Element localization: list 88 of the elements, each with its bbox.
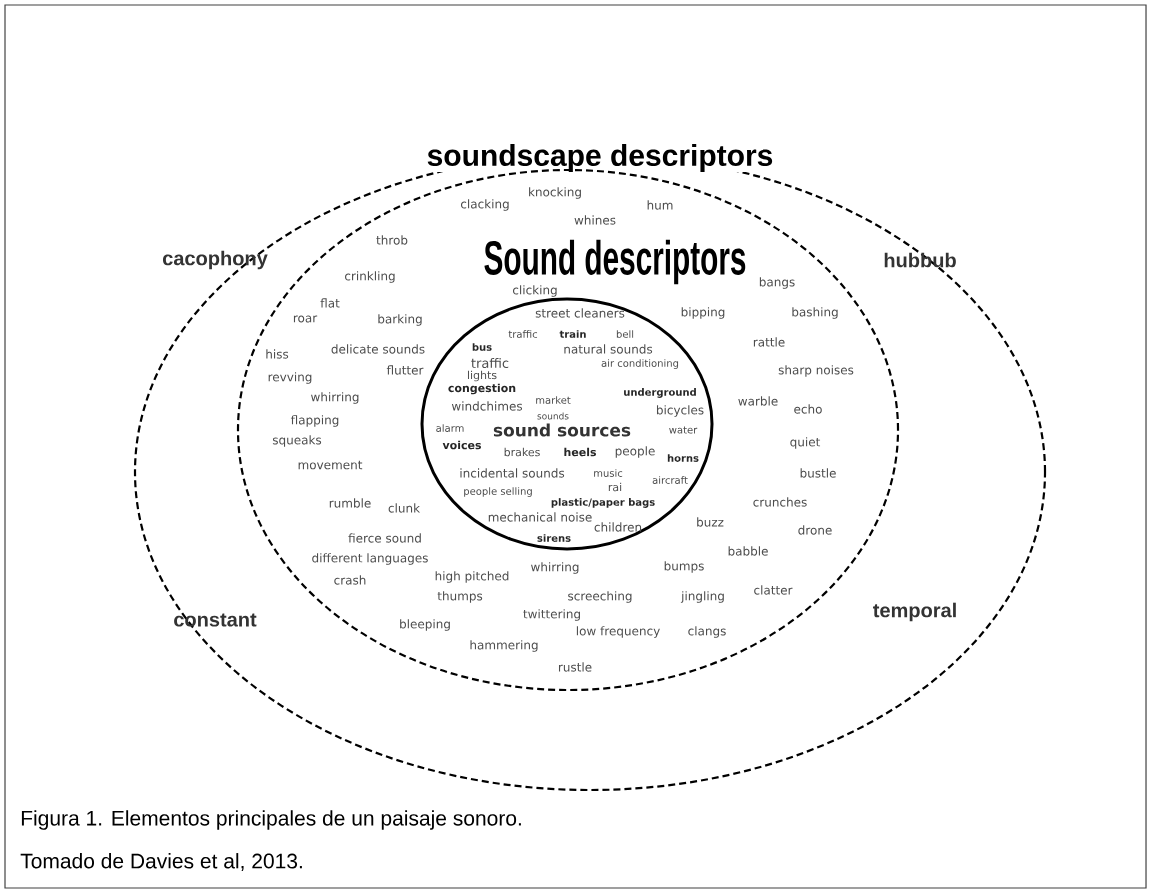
descriptor-word: music	[594, 469, 623, 477]
descriptor-word: babble	[728, 546, 768, 556]
descriptor-word: screeching	[568, 591, 632, 603]
descriptor-word: rattle	[753, 337, 785, 347]
descriptor-word: jingling	[680, 591, 724, 603]
descriptor-word: sirens	[537, 534, 571, 542]
descriptor-word: sharp noises	[778, 365, 854, 377]
descriptor-word: roar	[293, 315, 318, 323]
descriptor-word: horns	[667, 454, 699, 462]
descriptor-word: rumble	[329, 498, 371, 508]
descriptor-word: different languages	[312, 553, 428, 565]
descriptor-word: mechanical noise	[488, 512, 592, 522]
descriptor-word: high pitched	[435, 571, 509, 583]
descriptor-word: lights	[468, 370, 497, 382]
source-note: Tomado de Davies et al, 2013.	[20, 853, 302, 871]
descriptor-word: windchimes	[451, 401, 523, 411]
descriptor-word: crunches	[753, 497, 807, 507]
descriptor-word: constant	[174, 613, 257, 627]
descriptor-word: bipping	[681, 307, 725, 319]
descriptor-word: hum	[647, 200, 673, 210]
descriptor-word: whirring	[531, 562, 579, 574]
descriptor-word: bicycles	[657, 405, 704, 417]
descriptor-word: market	[536, 396, 571, 404]
descriptor-word: incidental sounds	[460, 468, 565, 478]
descriptor-word: heels	[564, 447, 596, 457]
descriptor-word: people selling	[464, 487, 532, 497]
descriptor-word: clacking	[460, 199, 509, 211]
descriptor-word: underground	[624, 388, 696, 398]
descriptor-word: traffic	[471, 357, 509, 369]
descriptor-word: sounds	[537, 412, 569, 420]
descriptor-word: bangs	[759, 277, 795, 289]
descriptor-word: voices	[442, 440, 481, 450]
descriptor-word: barking	[378, 314, 422, 326]
descriptor-word: bustle	[800, 468, 836, 478]
descriptor-word: whines	[574, 215, 616, 225]
descriptor-word: drone	[798, 525, 832, 535]
descriptor-word: clatter	[754, 585, 793, 595]
descriptor-word: low frequency	[576, 626, 660, 638]
descriptor-word: traffic	[508, 330, 538, 338]
descriptor-word: hammering	[470, 640, 538, 652]
descriptor-word: rustle	[559, 662, 592, 672]
descriptor-word: air conditioning	[601, 359, 679, 369]
descriptor-word: water	[669, 426, 698, 434]
descriptor-word: twittering	[523, 609, 580, 621]
descriptor-word: bus	[472, 343, 492, 351]
descriptor-word: fierce sound	[348, 533, 421, 543]
descriptor-word: echo	[794, 404, 822, 414]
descriptor-word: flapping	[290, 415, 339, 427]
descriptor-word: revving	[268, 372, 312, 384]
descriptor-word: throb	[376, 235, 408, 245]
descriptor-word: delicate sounds	[331, 344, 425, 354]
caption: Figura 1. Elementos principales de un paisaje sonoro.	[21, 810, 521, 830]
descriptor-word: flat	[320, 298, 340, 308]
descriptor-word: crinkling	[345, 271, 395, 283]
descriptor-word: aircraft	[652, 476, 688, 484]
ring-heading: sound sources	[493, 423, 631, 437]
descriptor-word: plastic/paper bags	[551, 498, 655, 508]
descriptor-word: thumps	[437, 591, 483, 603]
ring-heading: soundscape descriptors	[426, 144, 774, 172]
descriptor-word: bell	[616, 330, 634, 338]
descriptor-word: flutter	[386, 365, 424, 375]
descriptor-word: movement	[298, 460, 363, 470]
descriptor-word: bleeping	[400, 619, 450, 631]
descriptor-word: clicking	[513, 285, 557, 297]
descriptor-word: whirring	[311, 392, 359, 404]
descriptor-word: squeaks	[272, 435, 322, 447]
descriptor-word: buzz	[697, 517, 724, 527]
descriptor-word: congestion	[448, 383, 516, 395]
descriptor-word: alarm	[436, 424, 464, 432]
descriptor-word: temporal	[873, 602, 956, 622]
descriptor-word: bashing	[792, 307, 838, 319]
descriptor-word: children	[594, 522, 642, 532]
descriptor-word: street cleaners	[535, 308, 625, 318]
descriptor-word: bumps	[664, 561, 704, 573]
descriptor-word: hiss	[266, 349, 289, 359]
descriptor-word: people	[615, 446, 655, 458]
descriptor-word: natural sounds	[564, 344, 653, 354]
descriptor-word: clangs	[688, 626, 726, 638]
descriptor-word: crash	[334, 575, 366, 585]
descriptor-word: quiet	[790, 437, 821, 449]
descriptor-word: brakes	[504, 447, 540, 457]
descriptor-word: train	[559, 330, 586, 338]
descriptor-word: rai	[608, 482, 622, 492]
descriptor-word: warble	[738, 396, 778, 406]
descriptor-word: clunk	[388, 503, 421, 513]
ring-heading: Sound descriptors	[484, 239, 746, 285]
descriptor-word: knocking	[529, 187, 581, 199]
descriptor-word: hubbub	[884, 252, 956, 268]
